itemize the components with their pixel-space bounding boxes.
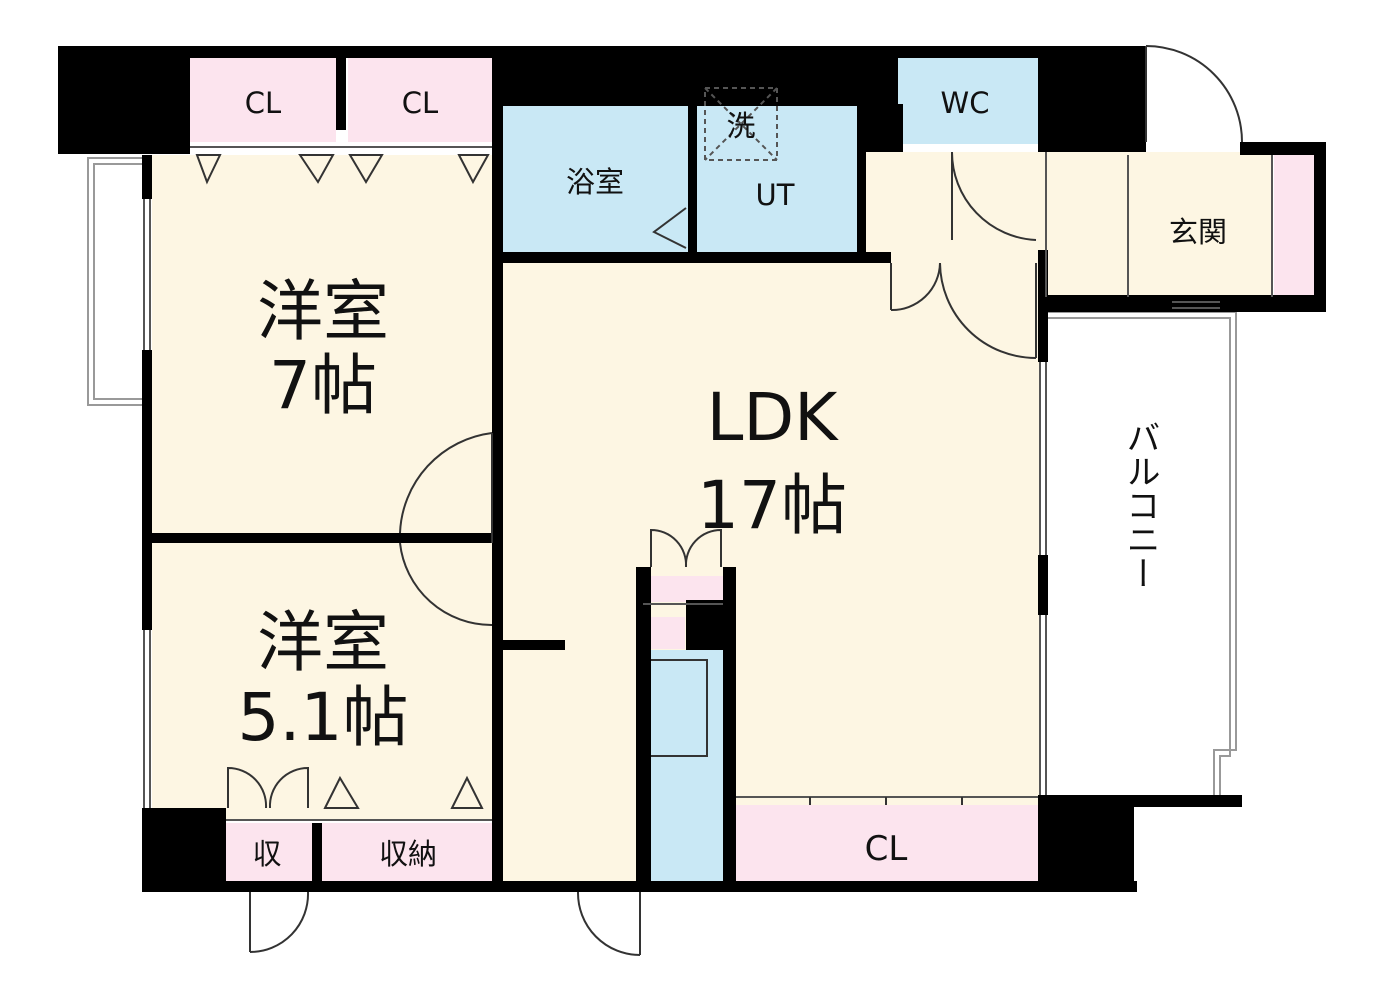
washer-label: 洗 [726,109,755,143]
western-room-top-floor [152,155,492,533]
western-room-bottom-floor [152,543,492,820]
closet-top-right-label: CL [402,86,438,120]
ldk-label: LDK [707,379,840,456]
ldk-closet [736,805,1038,882]
storage-small-label: 収 [252,837,281,871]
walls [58,46,1326,892]
utility-label: UT [756,178,795,212]
ldk-size: 17帖 [697,467,847,544]
storage-label: 収納 [379,837,437,871]
ldk-closet-label: CL [865,829,908,869]
kitchen-shelf [651,576,723,602]
western-room-bottom-label: 洋室 [257,604,389,681]
western-room-top-label: 洋室 [257,273,389,350]
doors [195,45,1243,956]
entrance-shoe-box [1274,155,1314,297]
closet-top-right [348,58,492,142]
washer-spot [704,87,778,161]
thin-partitions [143,146,1273,821]
bath-label: 浴室 [566,165,624,199]
entrance-label: 玄関 [1169,215,1227,249]
bath-floor [503,106,688,252]
storage-small [226,823,312,881]
closet-top-left-label: CL [245,86,281,120]
kitchen-fridge [651,617,685,649]
balcony-label: バルコニー [1120,420,1160,590]
storage [322,823,492,881]
western-room-bottom-size: 5.1帖 [238,679,409,756]
western-room-top-size: 7帖 [269,347,377,424]
closet-top-left [190,58,336,142]
toilet-label: WC [941,86,990,120]
ldk-floor [500,262,1040,882]
left-window-frame [87,157,150,406]
sink [648,659,708,757]
hall-floor [862,152,1272,300]
